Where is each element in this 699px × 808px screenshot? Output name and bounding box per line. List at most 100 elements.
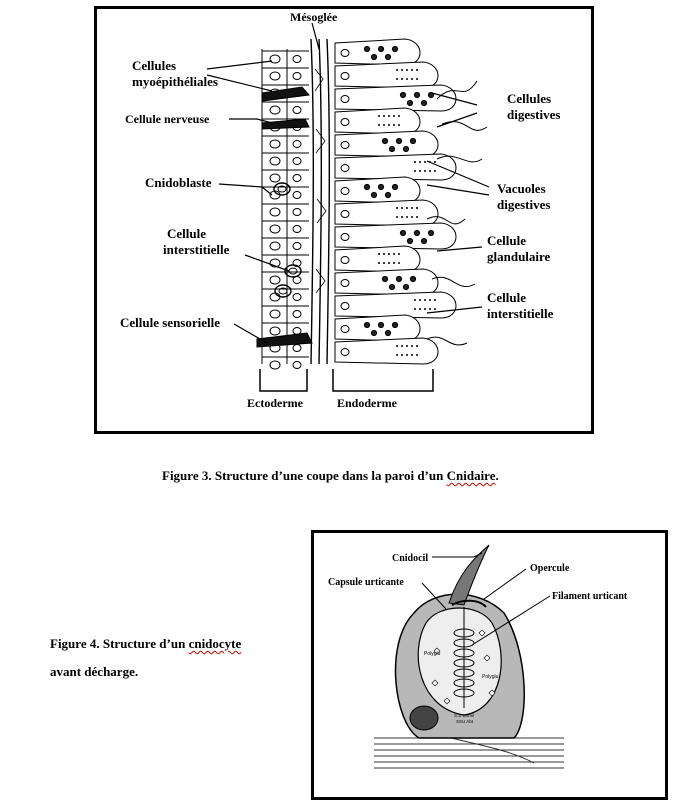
granule bbox=[388, 253, 390, 255]
filament-coil bbox=[453, 607, 475, 708]
granule bbox=[429, 299, 431, 301]
label-endoderme: Endoderme bbox=[337, 396, 398, 410]
granule bbox=[406, 354, 408, 356]
diagram-labels: Mésoglée Cellules myoépithéliales Cellul… bbox=[120, 10, 560, 410]
figure-3-caption-end: . bbox=[495, 468, 499, 483]
ectoderm-nucleus bbox=[269, 309, 281, 319]
ectoderm-cells bbox=[256, 49, 313, 370]
ectoderm-nucleus bbox=[292, 293, 302, 301]
ectoderm-nucleus bbox=[292, 157, 302, 165]
label-interstitielle-right-1: Cellule bbox=[487, 290, 526, 305]
endoderm-cell bbox=[334, 153, 457, 181]
ectoderm-nucleus bbox=[292, 225, 302, 233]
granule bbox=[411, 207, 413, 209]
ectoderm-nucleus bbox=[269, 156, 281, 166]
capsule-granules bbox=[431, 629, 496, 705]
ectoderm-nucleus bbox=[292, 310, 302, 318]
granule bbox=[414, 308, 416, 310]
label-digestives-2: digestives bbox=[507, 107, 560, 122]
figure-3-frame: Mésoglée Cellules myoépithéliales Cellul… bbox=[94, 6, 594, 434]
ectoderm-nucleus bbox=[269, 292, 281, 302]
vacuole bbox=[381, 275, 389, 283]
granule bbox=[411, 78, 413, 80]
cnidoblast-capsule bbox=[284, 264, 302, 278]
opercule-cap bbox=[451, 599, 487, 608]
granule bbox=[401, 216, 403, 218]
granule bbox=[419, 161, 421, 163]
granule bbox=[424, 299, 426, 301]
fig4-leader-lines bbox=[421, 552, 551, 646]
granule bbox=[434, 299, 436, 301]
vacuole bbox=[409, 137, 417, 145]
granule bbox=[396, 216, 398, 218]
ectoderm-nucleus bbox=[292, 344, 302, 352]
vacuole bbox=[399, 91, 407, 99]
label-tiny-1: S.S Unmil bbox=[454, 713, 474, 718]
vacuole bbox=[381, 137, 389, 145]
vacuole bbox=[384, 53, 392, 61]
vacuole bbox=[406, 99, 414, 107]
vacuole bbox=[402, 145, 410, 153]
granule bbox=[378, 124, 380, 126]
granule bbox=[406, 216, 408, 218]
leader-lines bbox=[206, 22, 490, 344]
granule bbox=[393, 262, 395, 264]
cnidoblast-inner bbox=[277, 185, 287, 193]
flagella bbox=[426, 80, 488, 346]
endoderm-nucleus bbox=[340, 164, 350, 172]
ectoderm-nucleus bbox=[269, 173, 281, 183]
figure-3-caption: Figure 3. Structure d’une coupe dans la … bbox=[162, 468, 499, 484]
ectoderm-nucleus bbox=[269, 207, 281, 217]
label-polyglu-right: Polyglu bbox=[482, 674, 499, 680]
ectoderm-nucleus bbox=[269, 71, 281, 81]
granule bbox=[416, 78, 418, 80]
label-myoepitheliales-1: Cellules bbox=[132, 58, 176, 73]
granule bbox=[419, 299, 421, 301]
label-cellule-sensorielle: Cellule sensorielle bbox=[120, 315, 220, 330]
granule bbox=[411, 216, 413, 218]
vacuole bbox=[363, 321, 371, 329]
figure-4-caption-line-2: avant décharge. bbox=[50, 664, 139, 679]
granule bbox=[398, 253, 400, 255]
ectoderm-nucleus bbox=[292, 140, 302, 148]
granule bbox=[401, 354, 403, 356]
label-filament-urticant: Filament urticant bbox=[552, 591, 628, 602]
label-digestives-1: Cellules bbox=[507, 91, 551, 106]
vacuole bbox=[406, 237, 414, 245]
figure-3-caption-word: Cnidaire bbox=[446, 468, 496, 483]
label-vacuoles-1: Vacuoles bbox=[497, 181, 546, 196]
cnidocil-spike bbox=[448, 544, 490, 606]
label-opercule: Opercule bbox=[530, 563, 570, 574]
vacuole bbox=[384, 191, 392, 199]
ectoderm-nucleus bbox=[269, 139, 281, 149]
granule bbox=[401, 207, 403, 209]
endoderm-cell bbox=[334, 222, 457, 250]
vacuole bbox=[409, 275, 417, 283]
granule bbox=[401, 345, 403, 347]
granule bbox=[419, 170, 421, 172]
vacuole bbox=[391, 45, 399, 53]
granule bbox=[429, 308, 431, 310]
granule bbox=[424, 308, 426, 310]
granule bbox=[398, 124, 400, 126]
ectoderm-nucleus bbox=[269, 275, 281, 285]
granule bbox=[414, 161, 416, 163]
endoderm-nucleus bbox=[340, 141, 350, 149]
endoderm-nucleus bbox=[340, 118, 350, 126]
granule bbox=[416, 345, 418, 347]
granule bbox=[398, 262, 400, 264]
nucleus bbox=[409, 705, 439, 731]
granule bbox=[378, 253, 380, 255]
vacuole bbox=[377, 183, 385, 191]
dark-cell bbox=[261, 86, 310, 102]
vacuole bbox=[388, 283, 396, 291]
cnidoblast-inner bbox=[288, 267, 298, 275]
granule bbox=[401, 69, 403, 71]
cnidarian-wall-diagram: Mésoglée Cellules myoépithéliales Cellul… bbox=[120, 10, 560, 410]
endoderm-cell bbox=[334, 61, 439, 89]
ectoderm-nucleus bbox=[269, 54, 281, 64]
vacuole bbox=[363, 183, 371, 191]
granule bbox=[383, 115, 385, 117]
cnidoblast-inner bbox=[278, 287, 288, 295]
dark-cell bbox=[256, 332, 313, 348]
